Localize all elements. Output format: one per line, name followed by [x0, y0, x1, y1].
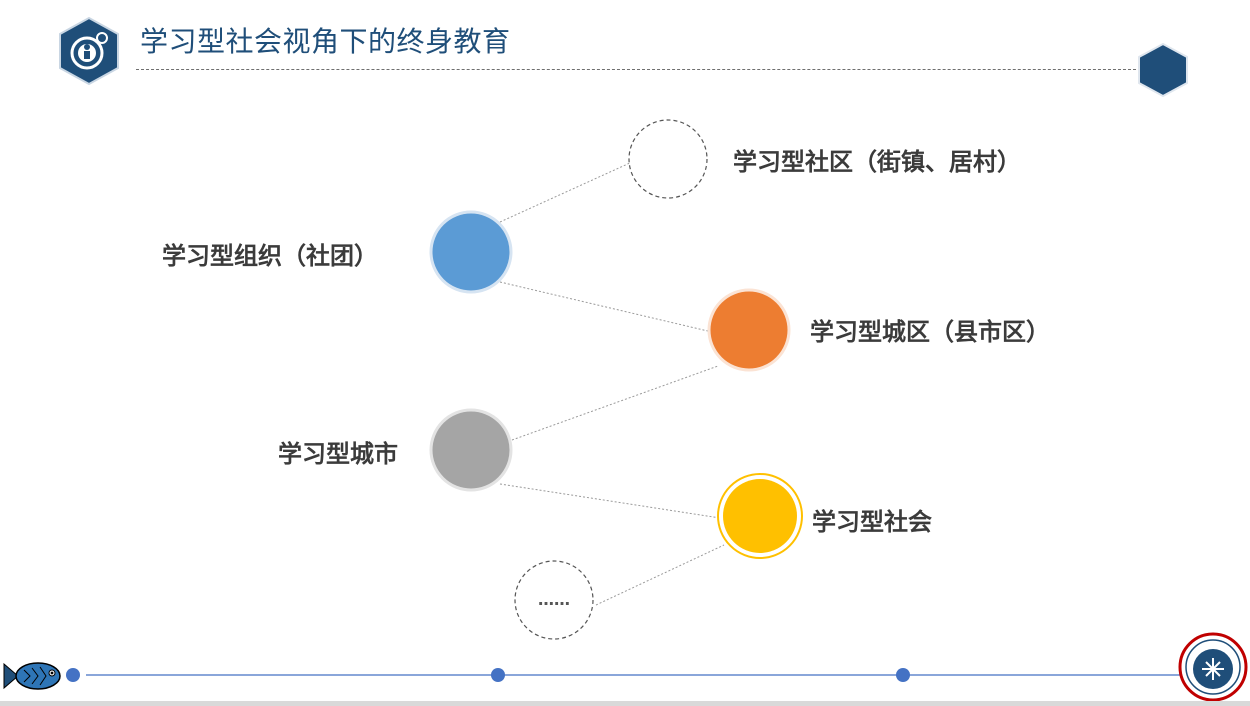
node-label-more: …… — [538, 590, 570, 609]
logo-icon — [59, 16, 119, 86]
node-circle-organization — [429, 210, 513, 294]
timeline-dot — [896, 668, 910, 682]
corner-hexagon-icon — [1138, 42, 1188, 98]
node-label-district: 学习型城区（县市区） — [810, 318, 1050, 346]
node-circle-city — [429, 408, 513, 492]
node-label-organization: 学习型组织（社团） — [162, 242, 378, 270]
bottom-strip — [0, 701, 1250, 706]
connector-line — [511, 365, 719, 441]
connector-line — [499, 161, 633, 223]
timeline-dot — [491, 668, 505, 682]
timeline-dot — [66, 668, 80, 682]
connector-line — [499, 281, 713, 333]
university-seal-icon — [1178, 632, 1248, 702]
page-title: 学习型社会视角下的终身教育 — [140, 25, 511, 58]
node-label-community: 学习型社区（街镇、居村） — [733, 148, 1021, 176]
connector-line — [595, 544, 725, 606]
node-label-city: 学习型城市 — [278, 440, 398, 468]
footer-timeline — [66, 668, 1184, 682]
node-circle-community — [628, 119, 708, 199]
header-divider — [136, 69, 1136, 70]
node-circle-society — [723, 479, 797, 553]
connector-line — [499, 483, 721, 519]
node-label-society: 学习型社会 — [812, 508, 932, 536]
fish-icon — [3, 662, 61, 690]
node-circle-district — [707, 288, 791, 372]
node-circle-more — [514, 560, 594, 640]
